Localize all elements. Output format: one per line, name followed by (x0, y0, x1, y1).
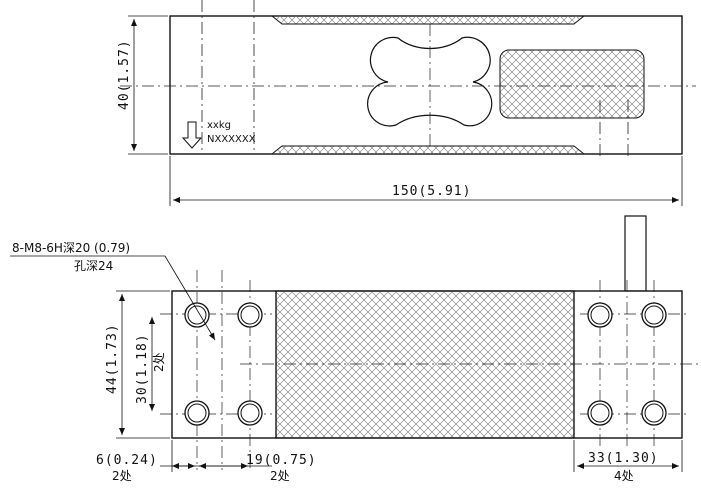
right-spacing-dim: 33(1.30) (588, 451, 659, 466)
thread-note: 8-M8-6H深20 (0.79) (12, 241, 130, 255)
threaded-hole (641, 400, 667, 426)
top-length-dim: 150(5.91) (392, 184, 471, 199)
top-height-dim: 40(1.57) (117, 39, 132, 110)
capacity-marking: xxkg (207, 120, 231, 131)
hole-spacing-dim: 30(1.18) (135, 333, 150, 404)
top-groove (271, 15, 585, 25)
left-spacing-dim: 19(0.75) (246, 453, 317, 468)
thread-leader-line (164, 255, 216, 341)
load-direction-icon (181, 121, 203, 149)
threaded-hole (587, 400, 613, 426)
right-spacing-count: 4处 (614, 469, 634, 483)
hole-depth-note: 孔深24 (74, 259, 113, 273)
threaded-hole (184, 302, 210, 328)
threaded-hole (237, 400, 263, 426)
bottom-groove (271, 145, 585, 155)
strain-gauge-pad (499, 49, 645, 119)
left-spacing-count: 2处 (270, 469, 290, 483)
threaded-hole (237, 302, 263, 328)
center-cutout (367, 36, 493, 127)
cable-outlet (624, 215, 647, 292)
left-offset-dim: 6(0.24) (96, 453, 158, 468)
left-offset-count: 2处 (112, 469, 132, 483)
serial-marking: NXXXXXX (207, 134, 256, 145)
threaded-hole (587, 302, 613, 328)
top-view: xxkg NXXXXXX 40(1.57) 150(5.91) (117, 0, 696, 206)
front-hatched-center (275, 290, 575, 439)
threaded-hole (641, 302, 667, 328)
front-view: 8-M8-6H深20 (0.79) 孔深24 44(1.73) 30(1.18)… (10, 215, 700, 483)
front-height-dim: 44(1.73) (105, 323, 120, 394)
hole-spacing-count: 2处 (152, 352, 166, 372)
threaded-hole (184, 400, 210, 426)
